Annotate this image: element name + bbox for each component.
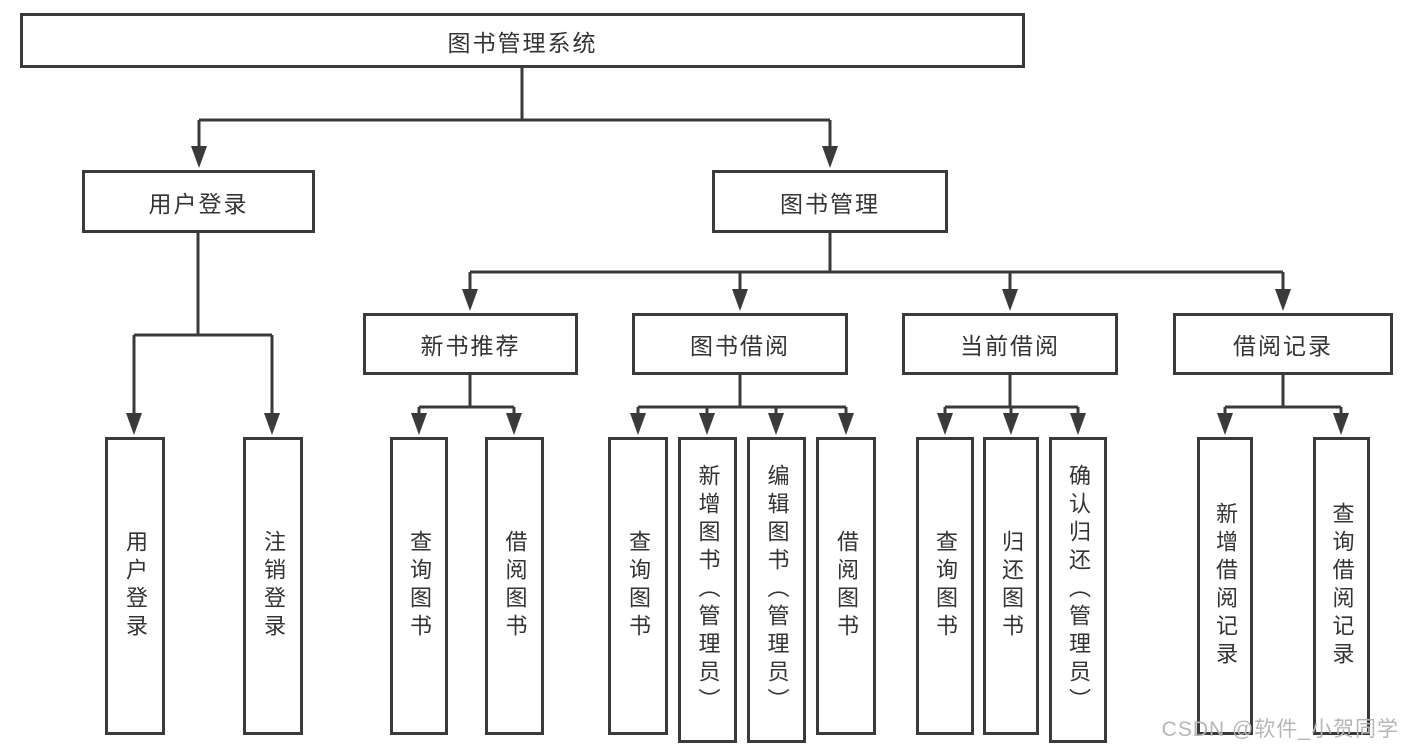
node-leaf-query-books-current: 查询图书 [916,437,974,735]
node-book-borrow: 图书借阅 [632,313,848,375]
arrowhead [506,413,522,435]
arrowhead [822,146,838,168]
arrowhead [937,413,953,435]
node-leaf-user-login: 用户登录 [105,437,165,735]
node-leaf-confirm-return-admin: 确认归还（管理员） [1049,437,1107,743]
node-leaf-query-borrow-record: 查询借阅记录 [1313,437,1370,735]
arrowhead [1217,413,1233,435]
arrowhead [768,413,784,435]
arrowhead [411,413,427,435]
node-leaf-query-books-recommend: 查询图书 [390,437,448,735]
arrowheads [126,146,1349,435]
node-leaf-borrow-books-recommend: 借阅图书 [485,437,544,735]
node-leaf-logout: 注销登录 [243,437,303,735]
arrowhead [1333,413,1349,435]
arrowhead [732,289,748,311]
node-leaf-return-books: 归还图书 [983,437,1039,735]
arrowhead [699,413,715,435]
arrowhead [630,413,646,435]
arrowhead [264,413,280,435]
node-leaf-query-books-borrow: 查询图书 [608,437,668,735]
arrowhead [1070,413,1086,435]
node-borrow-records: 借阅记录 [1173,313,1393,375]
connector-root-to-level2 [197,68,832,150]
arrowhead [126,413,142,435]
node-leaf-edit-books-admin: 编辑图书（管理员） [747,437,806,743]
arrowhead [1275,289,1291,311]
arrowhead [1002,289,1018,311]
node-current-borrow: 当前借阅 [902,313,1118,375]
node-library-management-system: 图书管理系统 [20,13,1025,68]
arrowhead [838,413,854,435]
connector-book-management-children [468,233,1285,291]
node-leaf-add-books-admin: 新增图书（管理员） [678,437,737,743]
node-book-management: 图书管理 [712,170,948,233]
node-leaf-add-borrow-record: 新增借阅记录 [1197,437,1253,735]
watermark-text: CSDN @软件_小贺同学 [1161,718,1399,741]
arrowhead [191,146,207,168]
connector-user-login-children [132,233,274,417]
connector-borrow-children [636,375,848,417]
connector-records-children [1223,375,1343,417]
arrowhead [462,289,478,311]
node-leaf-borrow-books-borrow: 借阅图书 [816,437,876,735]
connector-current-children [943,375,1080,417]
connector-recommend-children [417,375,516,417]
node-user-login: 用户登录 [82,170,315,233]
node-new-book-recommend: 新书推荐 [363,313,578,375]
arrowhead [1003,413,1019,435]
